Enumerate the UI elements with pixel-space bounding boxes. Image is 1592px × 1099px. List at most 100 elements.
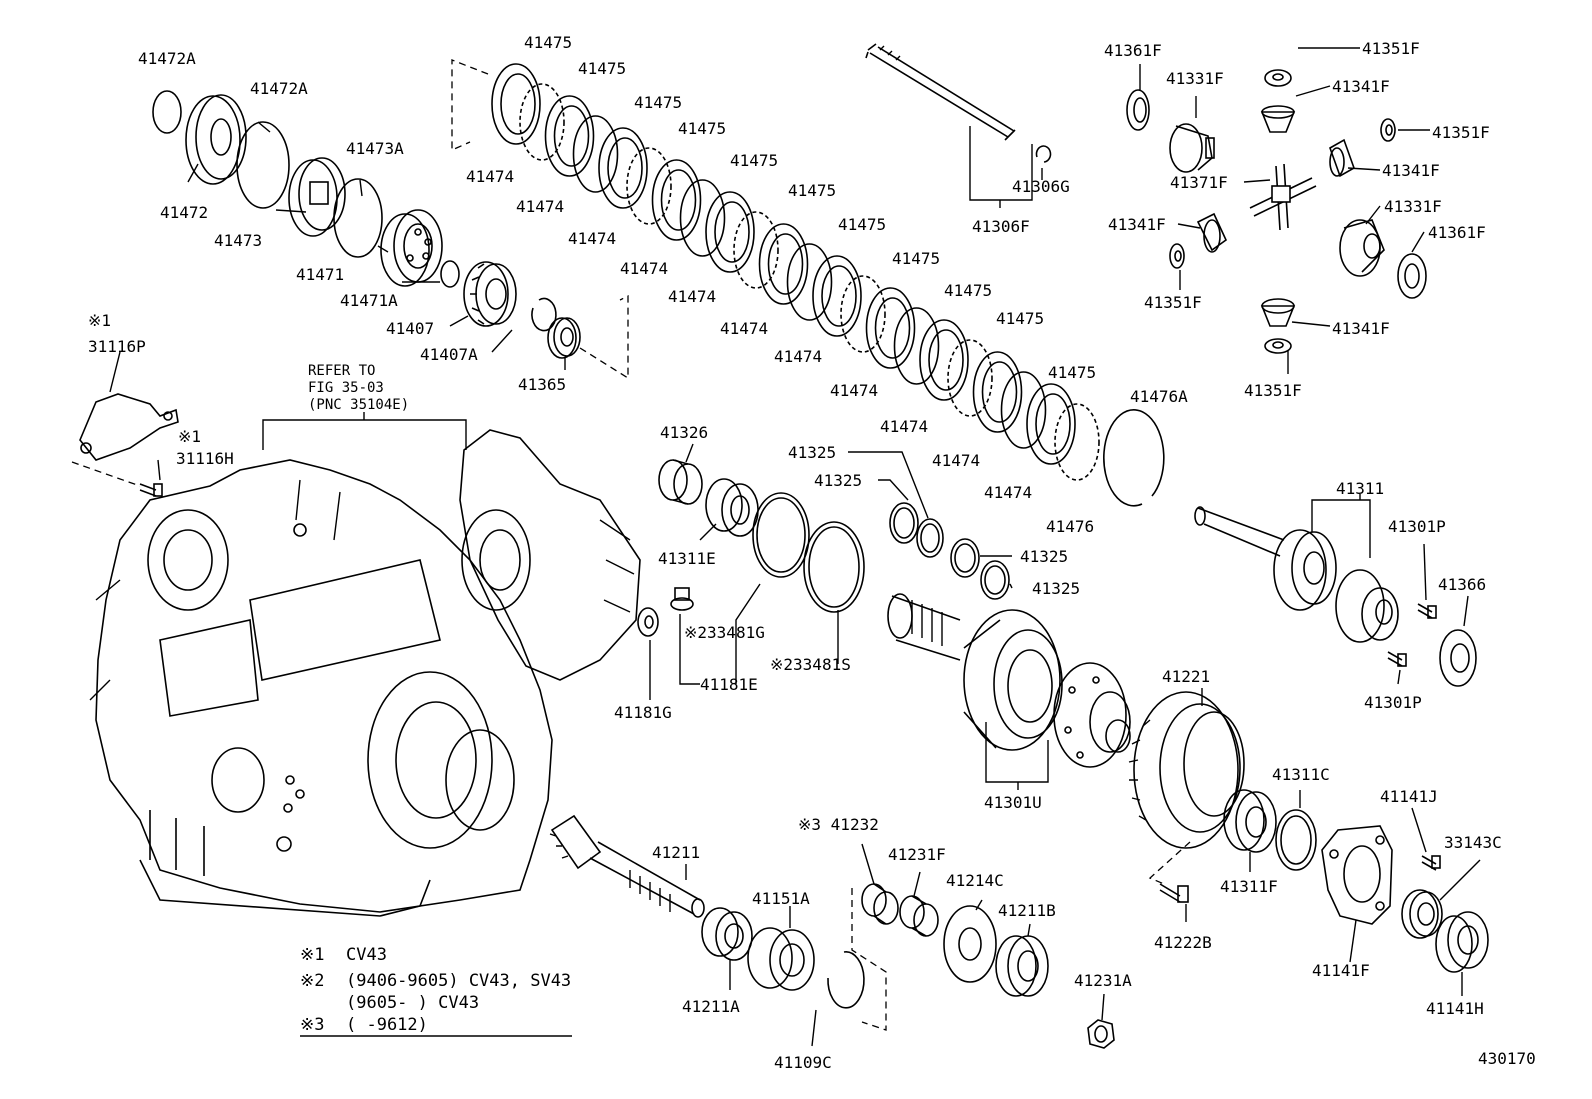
clip-41306g-drawing	[1035, 145, 1052, 163]
clutch-plate-inner-drawing	[928, 329, 964, 391]
side-gear-41331f-drawing	[1169, 123, 1215, 173]
part-label-p81: 41211B	[998, 901, 1056, 920]
part-label-p18: 41475	[678, 119, 726, 138]
part-label-p08: 41407	[386, 319, 434, 338]
washer-41351f-top-drawing	[1264, 69, 1292, 87]
part-labels: 41472A41472A4147241473A414734147141471A4…	[88, 33, 1502, 1072]
pinion-shaft-41371f-drawing	[1249, 163, 1317, 231]
snap-ring-41407a-drawing	[531, 297, 557, 332]
part-label-p37: 41476A	[1130, 387, 1188, 406]
reference-line-3: (PNC 35104E)	[308, 397, 409, 413]
bolt-41301p-a-drawing	[1417, 603, 1437, 619]
part-label-p47: 41371F	[1170, 173, 1228, 192]
note-1-text: CV43	[346, 945, 387, 965]
bearing-41211b-drawing	[995, 935, 1049, 997]
cover-31116p-drawing	[79, 393, 179, 461]
washer-41351f-left-drawing	[1169, 243, 1185, 269]
clutch-disc-drawing	[733, 211, 779, 289]
spacer-41231f-drawing	[899, 895, 939, 937]
bolt-41141j-drawing	[1421, 855, 1441, 871]
counter-shaft-41211-drawing	[549, 814, 705, 918]
part-label-p17: 41475	[634, 93, 682, 112]
part-label-p68: 41221	[1162, 667, 1210, 686]
o-ring-41473a-drawing	[333, 178, 383, 258]
clutch-disc-drawing	[1054, 403, 1100, 481]
clutch-plate-inner-drawing	[660, 169, 697, 231]
transaxle-case-drawing	[89, 459, 553, 917]
part-label-p64: 41311	[1336, 479, 1384, 498]
clutch-plate-drawing	[651, 159, 702, 241]
part-label-p19: 41475	[730, 151, 778, 170]
ring-33481s-drawing	[803, 521, 865, 613]
ring-gear-41221-drawing	[1128, 691, 1245, 849]
part-label-p40: 41306F	[972, 217, 1030, 236]
clutch-plate-inner-drawing	[607, 137, 643, 199]
clutch-disc-drawing	[572, 115, 619, 193]
part-label-p63: 41181G	[614, 703, 672, 722]
part-label-p11: ※1	[88, 311, 111, 330]
part-label-p01: 41472A	[138, 49, 196, 68]
part-label-p45: 41351F	[1432, 123, 1490, 142]
bearing-41471-drawing	[380, 209, 443, 287]
part-label-p39: 41306G	[1012, 177, 1070, 196]
part-label-p44: 41341F	[1332, 77, 1390, 96]
washer-41361f-right-drawing	[1397, 253, 1427, 299]
washer-41214c-drawing	[943, 905, 997, 983]
bearing-41311f-drawing	[1223, 789, 1277, 853]
leader-lines	[71, 47, 1481, 1047]
clutch-plate-inner-drawing	[714, 201, 750, 263]
part-label-p72: 33143C	[1444, 833, 1502, 852]
part-label-p24: 41475	[996, 309, 1044, 328]
part-label-p03: 41472	[160, 203, 208, 222]
part-label-p76: 41141H	[1426, 999, 1484, 1018]
ring-33481g-inner	[756, 497, 806, 573]
part-label-p16: 41475	[578, 59, 626, 78]
washer-41365-drawing	[547, 317, 581, 359]
pinion-41341f-right-drawing	[1329, 138, 1355, 178]
part-label-p42: 41331F	[1166, 69, 1224, 88]
clutch-plate-drawing	[758, 223, 809, 305]
part-label-p84: 41109C	[774, 1053, 832, 1072]
part-label-p36: 41474	[984, 483, 1032, 502]
pinion-41341f-left-drawing	[1196, 212, 1228, 253]
clutch-disc-drawing	[786, 243, 833, 321]
part-label-p41: 41361F	[1104, 41, 1162, 60]
part-label-p26: 41474	[466, 167, 514, 186]
bolt-41222b-drawing	[1159, 883, 1189, 903]
part-label-p09: 41407A	[420, 345, 478, 364]
bearing-41311e-drawing	[705, 478, 759, 537]
part-label-p22: 41475	[892, 249, 940, 268]
part-label-p10: 41365	[518, 375, 566, 394]
part-label-p43: 41351F	[1362, 39, 1420, 58]
part-label-p74: 41222B	[1154, 933, 1212, 952]
part-label-p78: ※3 41232	[798, 815, 879, 834]
part-label-p33: 41474	[830, 381, 878, 400]
washer-41351f-right-drawing	[1380, 118, 1396, 142]
differential-case-41301u-drawing	[887, 593, 1063, 751]
part-label-p59: 41325	[1032, 579, 1080, 598]
part-label-p56: 41325	[788, 443, 836, 462]
part-label-p30: 41474	[668, 287, 716, 306]
reference-line-1: REFER TO	[308, 363, 375, 379]
snap-ring-41476a-drawing	[1103, 409, 1165, 507]
snap-ring-41109c-drawing	[827, 951, 865, 1009]
note-1-mark: ※1	[300, 945, 324, 965]
part-label-p61: ※233481S	[770, 655, 851, 674]
bearing-41311-drawing	[1335, 569, 1399, 643]
clutch-disc-drawing	[626, 147, 672, 225]
part-label-p82: 41151A	[752, 889, 810, 908]
bearing-41232-drawing	[861, 883, 899, 925]
seal-33143c-drawing	[1401, 889, 1443, 939]
part-label-p02: 41472A	[250, 79, 308, 98]
clutch-plate-drawing	[544, 95, 595, 177]
part-label-p60: ※233481G	[684, 623, 765, 642]
note-4-text: ( -9612)	[346, 1015, 428, 1035]
clutch-plate-inner-drawing	[553, 105, 590, 167]
part-label-p70: 41311C	[1272, 765, 1330, 784]
part-label-p35: 41474	[932, 451, 980, 470]
part-label-p80: 41214C	[946, 871, 1004, 890]
part-label-p73: 41311F	[1220, 877, 1278, 896]
part-label-p62: 41181E	[700, 675, 758, 694]
washer-41361f-drawing	[1126, 89, 1150, 131]
